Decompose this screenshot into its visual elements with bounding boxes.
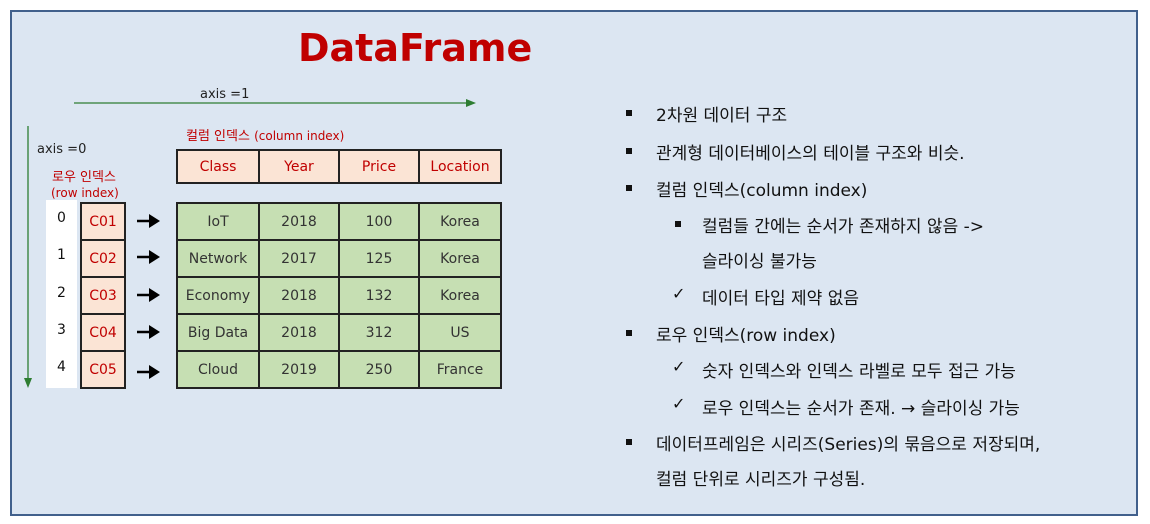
table-cell: 250 bbox=[338, 350, 420, 389]
table-cell: Network bbox=[176, 239, 260, 278]
bullet-text: 2차원 데이터 구조 bbox=[656, 106, 788, 126]
position-index: 0 bbox=[57, 210, 66, 226]
data-table: IoT 2018 100 Korea Network 2017 125 Kore… bbox=[176, 202, 502, 389]
position-index: 4 bbox=[57, 359, 66, 375]
table-cell: Big Data bbox=[176, 313, 260, 352]
square-bullet-icon bbox=[626, 110, 632, 116]
table-cell: 312 bbox=[338, 313, 420, 352]
table-cell: 132 bbox=[338, 276, 420, 315]
table-cell: Korea bbox=[418, 202, 502, 241]
diagram-title: DataFrame bbox=[298, 26, 533, 70]
row-pointer-arrows bbox=[137, 214, 160, 379]
bullet-text: 컬럼 인덱스(column index) bbox=[656, 181, 868, 201]
table-cell: IoT bbox=[176, 202, 260, 241]
row-label: C03 bbox=[80, 276, 126, 315]
square-bullet-icon bbox=[626, 439, 632, 445]
position-index-column: 0 1 2 3 4 bbox=[46, 200, 77, 388]
table-row: Cloud 2019 250 France bbox=[176, 350, 502, 389]
bullet-text: 컬럼들 간에는 순서가 존재하지 않음 -> bbox=[702, 217, 984, 237]
table-cell: 100 bbox=[338, 202, 420, 241]
square-bullet-icon bbox=[675, 221, 681, 227]
row-label: C04 bbox=[80, 313, 126, 352]
check-icon: ✓ bbox=[672, 394, 686, 413]
row-index-label: 로우 인덱스 bbox=[52, 170, 116, 185]
axis0-arrow-head bbox=[24, 378, 32, 388]
square-bullet-icon bbox=[626, 330, 632, 336]
row-label: C02 bbox=[80, 239, 126, 278]
bullet-text: 로우 인덱스는 순서가 존재. → 슬라이싱 가능 bbox=[702, 399, 1020, 419]
table-row: Network 2017 125 Korea bbox=[176, 239, 502, 278]
axis1-arrow-head bbox=[466, 99, 476, 107]
table-cell: US bbox=[418, 313, 502, 352]
bullet-text: 로우 인덱스(row index) bbox=[656, 326, 836, 346]
bullet-text: 관계형 데이터베이스의 테이블 구조와 비슷. bbox=[656, 144, 965, 164]
row-label: C05 bbox=[80, 350, 126, 389]
table-cell: 2018 bbox=[258, 202, 340, 241]
column-index-label: 컬럼 인덱스 (column index) bbox=[186, 129, 345, 144]
square-bullet-icon bbox=[626, 185, 632, 191]
table-cell: Cloud bbox=[176, 350, 260, 389]
table-cell: 2018 bbox=[258, 313, 340, 352]
table-row: Economy 2018 132 Korea bbox=[176, 276, 502, 315]
table-cell: 2017 bbox=[258, 239, 340, 278]
column-header: Price bbox=[338, 149, 420, 184]
table-cell: 2018 bbox=[258, 276, 340, 315]
column-header: Year bbox=[258, 149, 340, 184]
row-label-column: C01 C02 C03 C04 C05 bbox=[80, 202, 126, 389]
square-bullet-icon bbox=[626, 148, 632, 154]
bullet-text: 숫자 인덱스와 인덱스 라벨로 모두 접근 가능 bbox=[702, 362, 1016, 382]
bullet-text: 데이터프레임은 시리즈(Series)의 묶음으로 저장되며, bbox=[656, 435, 1041, 455]
column-header: Location bbox=[418, 149, 502, 184]
table-cell: Korea bbox=[418, 239, 502, 278]
position-index: 1 bbox=[57, 247, 66, 263]
position-index: 2 bbox=[57, 285, 66, 301]
table-row: IoT 2018 100 Korea bbox=[176, 202, 502, 241]
check-icon: ✓ bbox=[672, 357, 686, 376]
column-header-table: Class Year Price Location bbox=[176, 149, 502, 184]
table-cell: 2019 bbox=[258, 350, 340, 389]
bullet-text: 데이터 타입 제약 없음 bbox=[702, 289, 859, 309]
axis1-label: axis =1 bbox=[200, 87, 250, 102]
position-index: 3 bbox=[57, 322, 66, 338]
column-header: Class bbox=[176, 149, 260, 184]
row-index-sub: (row index) bbox=[51, 186, 119, 200]
table-cell: France bbox=[418, 350, 502, 389]
row-label: C01 bbox=[80, 202, 126, 241]
bullet-text: 슬라이싱 불가능 bbox=[702, 252, 817, 272]
check-icon: ✓ bbox=[672, 284, 686, 303]
table-cell: Korea bbox=[418, 276, 502, 315]
table-cell: 125 bbox=[338, 239, 420, 278]
table-cell: Economy bbox=[176, 276, 260, 315]
table-row: Big Data 2018 312 US bbox=[176, 313, 502, 352]
axis0-label: axis =0 bbox=[37, 142, 87, 157]
bullet-text: 컬럼 단위로 시리즈가 구성됨. bbox=[656, 470, 866, 490]
